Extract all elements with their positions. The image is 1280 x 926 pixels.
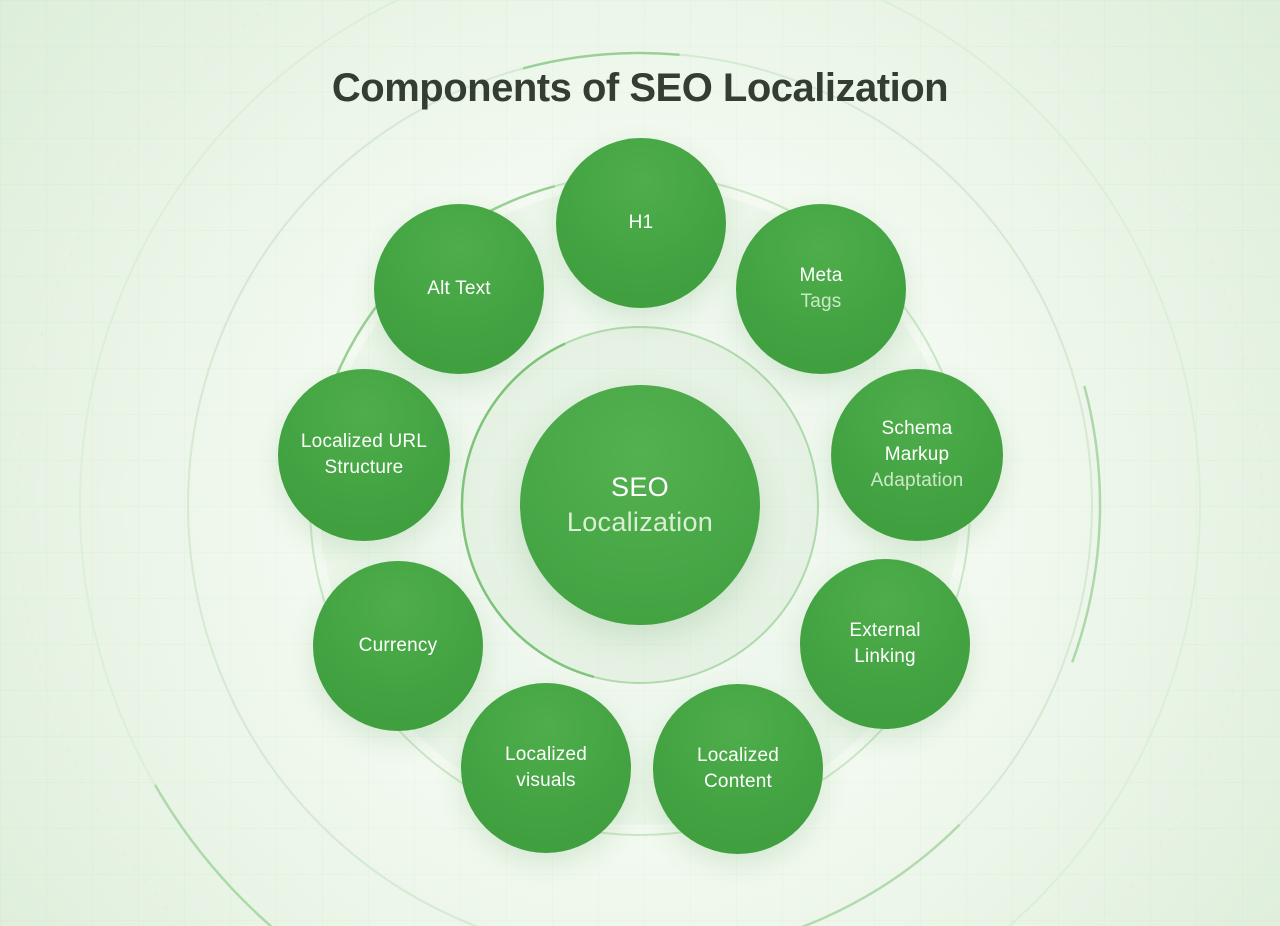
node-label: Localized — [696, 745, 780, 766]
node-label: visuals — [516, 770, 576, 791]
node-meta-tags: Meta Tags — [736, 204, 906, 374]
node-localized-content: Localized Content — [653, 684, 823, 854]
node-label: Markup — [884, 444, 950, 465]
node-label: Content — [704, 771, 772, 792]
center-label-line: Localization — [566, 507, 714, 537]
node-label: Linking — [854, 646, 916, 667]
node-label: Localized URL — [300, 431, 428, 452]
page-title: Components of SEO Localization — [331, 66, 949, 110]
node-label: Localized — [504, 744, 588, 765]
node-localized-visuals: Localized visuals — [461, 683, 631, 853]
node-label: Adaptation — [870, 470, 964, 491]
center-node-seo-localization: SEO Localization — [520, 385, 760, 625]
node-label: Structure — [324, 457, 404, 478]
node-label: External — [849, 620, 921, 641]
node-external-linking: External Linking — [800, 559, 970, 729]
node-h1: H1 — [556, 138, 726, 308]
node-alt-text: Alt Text — [374, 204, 544, 374]
node-label: Meta — [799, 265, 843, 286]
node-label: Schema — [881, 418, 953, 439]
node-label: Tags — [800, 291, 842, 312]
node-localized-url-structure: Localized URL Structure — [278, 369, 450, 541]
node-label: H1 — [628, 212, 654, 233]
node-label: Alt Text — [427, 278, 491, 299]
node-schema-markup-adaptation: Schema Markup Adaptation — [831, 369, 1003, 541]
node-currency: Currency — [313, 561, 483, 731]
node-label: Currency — [358, 635, 438, 656]
center-label-line: SEO — [611, 472, 669, 502]
